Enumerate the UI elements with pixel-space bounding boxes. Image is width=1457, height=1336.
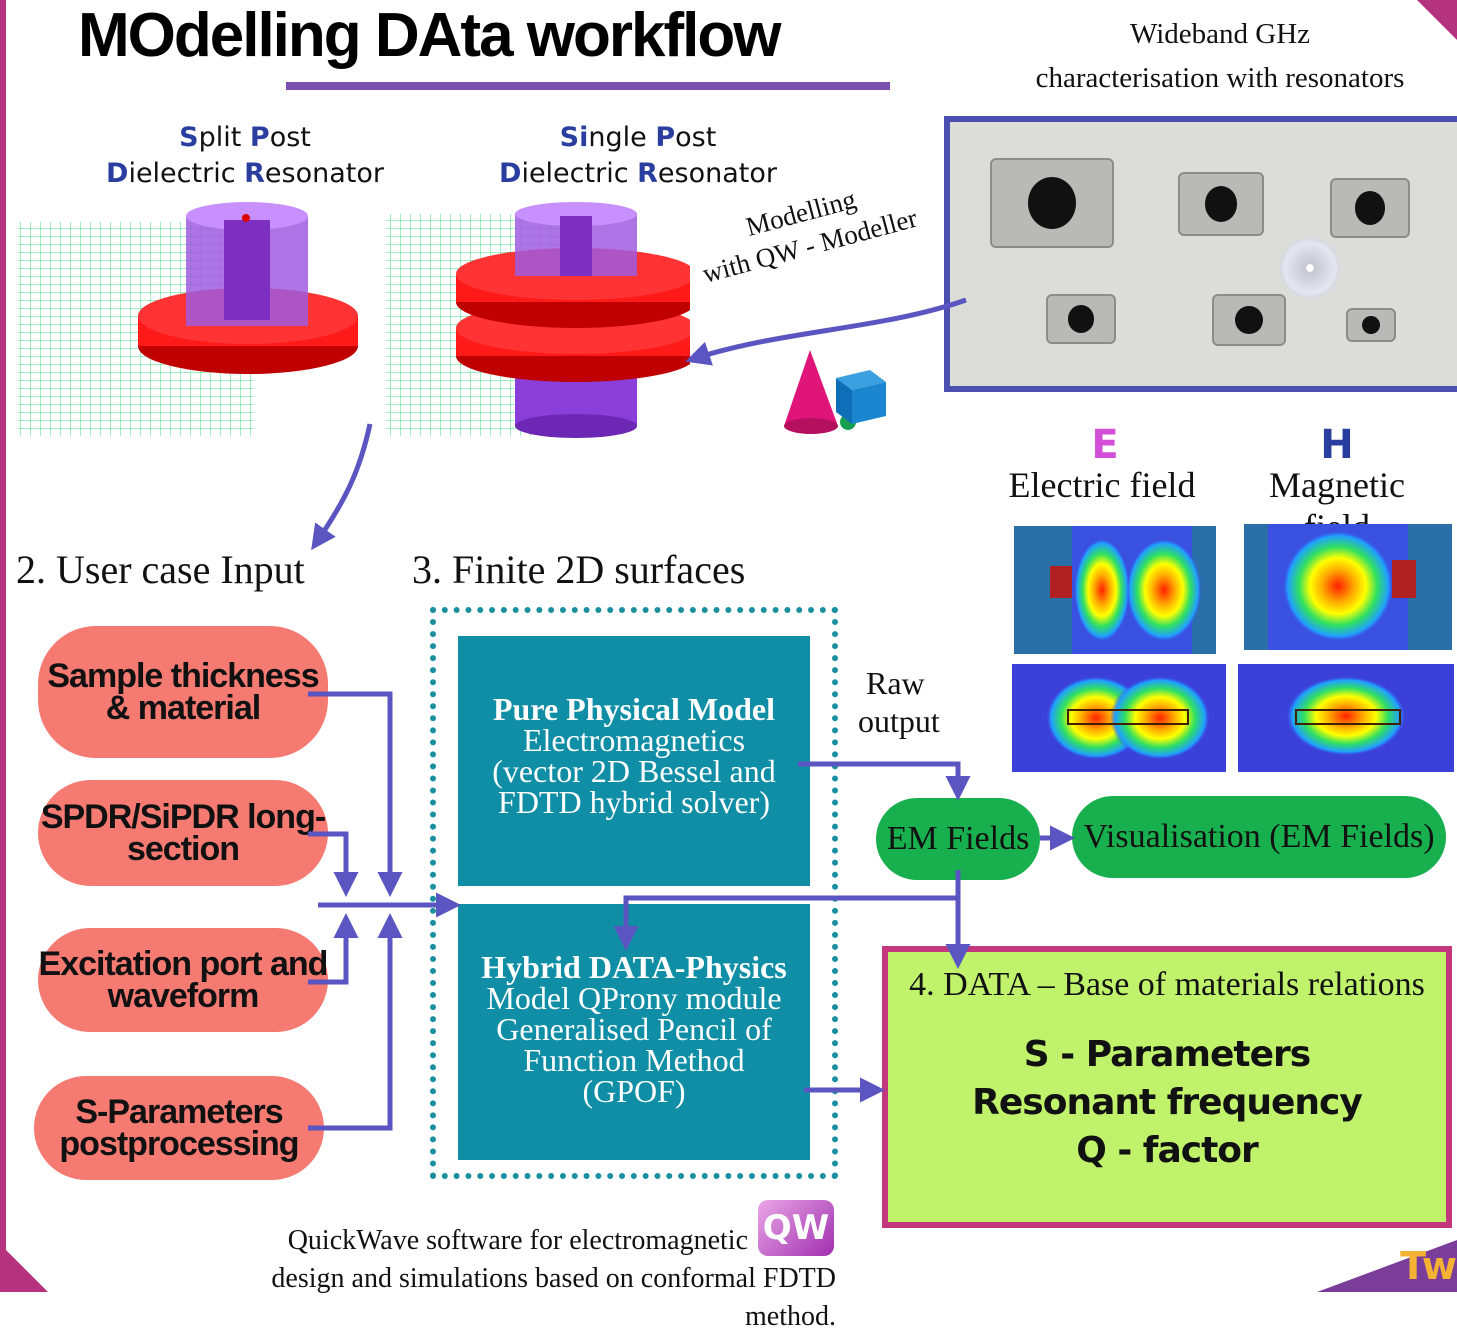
quickwave-caption: QuickWave software for electromagnetic d… — [236, 1222, 836, 1336]
input-s-parameters: S-Parameters postprocessing — [34, 1076, 324, 1180]
connector-input-2 — [308, 831, 359, 897]
connector-input-1 — [308, 691, 403, 897]
sipdr-label: Single Post Dielectric Resonator — [488, 120, 788, 192]
sipdr-model — [386, 202, 690, 438]
resonators-photo — [944, 116, 1457, 392]
modelling-arrow — [685, 297, 967, 366]
pure-model-line-3: FDTD hybrid solver) — [498, 784, 770, 820]
data-item-resonant-frequency: Resonant frequency — [972, 1082, 1363, 1123]
spdr-label: Split Post Dielectric Resonator — [90, 120, 400, 192]
data-base-heading: 4. DATA – Base of materials relations — [909, 966, 1425, 1003]
corner-decoration-bottom-left — [0, 1244, 48, 1292]
em-fields-node: EM Fields — [876, 798, 1040, 880]
pure-model-line-1: Electromagnetics — [522, 722, 746, 758]
section-finite-2d-surfaces: 3. Finite 2D surfaces — [412, 547, 746, 592]
spdr-initial-p: P — [249, 122, 270, 153]
spdr-model — [18, 202, 358, 436]
magnetic-field-bottom-image — [1238, 664, 1454, 772]
spdr-initial-r: R — [244, 158, 265, 189]
resonator-device — [1046, 294, 1116, 344]
pure-physical-model-box: Pure Physical Model Electromagnetics (ve… — [458, 636, 810, 886]
sipdr-word-2: ost — [675, 122, 717, 153]
visualisation-node: Visualisation (EM Fields) — [1072, 796, 1446, 878]
hybrid-model-line-1: Model QProny module — [486, 980, 782, 1016]
spdr-word-4: esonator — [264, 158, 384, 189]
quickwave-line-2: design and simulations based on conforma… — [271, 1263, 836, 1332]
raw-output-line-1: Raw — [866, 665, 925, 701]
resonator-device — [1346, 308, 1396, 342]
spdr-initial-d: D — [106, 158, 129, 189]
electric-field-letter: E — [1091, 422, 1119, 468]
spdr-word-2: ost — [269, 122, 311, 153]
input-excitation-port: Excitation port and waveform — [38, 928, 328, 1032]
connector-raw-output — [798, 761, 971, 801]
quickwave-logo: QW — [758, 1200, 834, 1256]
electric-field-top-image — [1014, 526, 1216, 654]
hybrid-model-line-2: Generalised Pencil of — [496, 1011, 772, 1047]
data-base-box: 4. DATA – Base of materials relations S … — [882, 946, 1452, 1228]
sipdr-word-4: esonator — [657, 158, 777, 189]
qw-modeller-shapes-icon — [784, 350, 886, 434]
magnetic-field-letter: H — [1320, 422, 1354, 468]
resonator-device — [1178, 172, 1264, 236]
connector-feedback — [613, 895, 958, 951]
input-sample-thickness: Sample thickness & material — [38, 626, 328, 758]
sipdr-initial-si: Si — [559, 122, 589, 153]
page-frame-left — [0, 0, 6, 1292]
corner-decoration-top-right — [1417, 0, 1457, 40]
quickwave-line-1: QuickWave software for electromagnetic — [287, 1225, 748, 1256]
magnetic-field-top-image — [1244, 524, 1452, 650]
data-item-q-factor: Q - factor — [1076, 1130, 1259, 1171]
section-user-case-input: 2. User case Input — [16, 547, 305, 592]
wideband-line-2: characterisation with resonators — [1035, 62, 1405, 94]
sipdr-initial-r: R — [637, 158, 658, 189]
sipdr-initial-d: D — [499, 158, 522, 189]
data-item-s-parameters: S - Parameters — [1023, 1034, 1311, 1075]
wideband-line-1: Wideband GHz — [1129, 18, 1311, 50]
resonator-device — [1330, 178, 1410, 238]
connector-input-4 — [308, 913, 403, 1131]
spdr-word-3: ielectric — [128, 158, 245, 189]
sipdr-word-3: ielectric — [521, 158, 638, 189]
title-underline — [286, 82, 890, 90]
hybrid-model-line-4: (GPOF) — [582, 1073, 686, 1109]
spdr-initial-s: S — [179, 122, 199, 153]
resonator-device — [990, 158, 1114, 248]
sipdr-initial-p: P — [655, 122, 676, 153]
sipdr-word-1: ngle — [588, 122, 656, 153]
field-distribution-images — [1012, 524, 1454, 772]
pure-model-line-2: (vector 2D Bessel and — [492, 753, 776, 789]
down-arrow — [311, 423, 373, 551]
finite-surfaces-container — [430, 607, 838, 1179]
spdr-word-1: plit — [198, 122, 250, 153]
pure-model-heading: Pure Physical Model — [492, 691, 776, 727]
raw-output-label: Raw output — [858, 664, 940, 740]
connector-input-3 — [308, 913, 359, 985]
electric-field-label: Electric field — [1008, 465, 1196, 505]
input-spdr-sipdr: SPDR/SiPDR long-section — [38, 780, 328, 886]
resonator-device — [1212, 294, 1286, 346]
cd-disc — [1280, 238, 1340, 298]
corner-text: Tw — [1400, 1244, 1457, 1288]
hybrid-model-heading: Hybrid DATA-Physics — [481, 949, 787, 985]
corner-decoration-bottom-right — [1317, 1240, 1457, 1292]
connector-arrows — [308, 297, 1075, 1131]
wideband-heading: Wideband GHz characterisation with reson… — [1010, 12, 1430, 100]
page-title: MOdelling DAta workflow — [78, 1, 781, 70]
hybrid-model-line-3: Function Method — [523, 1042, 745, 1078]
electric-field-bottom-image — [1012, 664, 1226, 772]
raw-output-line-2: output — [858, 703, 940, 739]
resonator-models-illustration — [18, 202, 690, 438]
